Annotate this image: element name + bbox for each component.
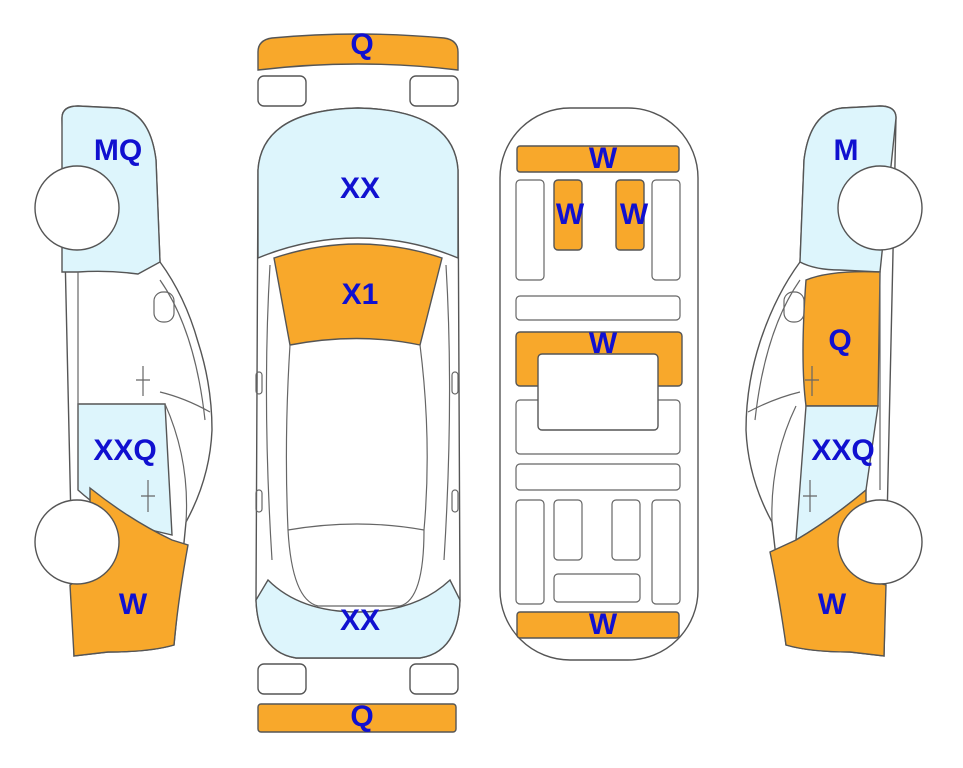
left-door-handle-front <box>136 366 150 396</box>
top-rear-bumper[interactable] <box>257 703 457 733</box>
left-rear-wheel <box>34 499 120 585</box>
interior-rear-panel-label: W <box>589 608 618 641</box>
interior-front-seat-left[interactable] <box>553 179 583 251</box>
right-rear-door-label: XXQ <box>811 434 874 467</box>
right-side-view: M Q XXQ W <box>745 105 923 657</box>
left-side-view: MQ XXQ W <box>34 105 213 657</box>
left-door-handle-rear <box>141 480 155 512</box>
right-rear-wheel <box>837 499 923 585</box>
top-front-bumper-label: Q <box>350 28 373 61</box>
right-door-handle-front <box>805 366 819 396</box>
interior-rear-panel[interactable] <box>516 611 680 639</box>
top-windshield-panel[interactable] <box>273 243 443 346</box>
right-mirror <box>783 291 805 323</box>
top-hood-panel[interactable] <box>257 107 459 260</box>
interior-front-seat-left-label: W <box>556 198 585 231</box>
top-front-bumper[interactable] <box>257 33 459 71</box>
top-trunk-label: XX <box>340 604 380 637</box>
top-hood-label: XX <box>340 172 380 205</box>
top-front-right-light <box>409 75 459 107</box>
interior-front-seat-right-label: W <box>620 198 649 231</box>
interior-view: W W W W W <box>499 107 699 661</box>
top-rear-right-light <box>409 663 459 695</box>
top-rear-bumper-label: Q <box>350 700 373 733</box>
right-front-wheel <box>837 165 923 251</box>
top-trunk-panel[interactable] <box>255 578 461 659</box>
top-view: Q XX X1 XX Q <box>255 28 461 733</box>
interior-dashboard[interactable] <box>516 145 680 173</box>
interior-front-seat-right[interactable] <box>615 179 645 251</box>
interior-console <box>537 353 659 431</box>
interior-middle-panel-label: W <box>589 327 618 360</box>
interior-dashboard-label: W <box>589 142 618 175</box>
top-rear-left-light <box>257 663 307 695</box>
top-front-left-light <box>257 75 307 107</box>
right-front-door-label: Q <box>828 324 851 357</box>
right-front-panel-label: M <box>834 134 859 167</box>
left-front-wheel <box>34 165 120 251</box>
left-front-panel-label: MQ <box>94 134 142 167</box>
top-windshield-label: X1 <box>342 278 379 311</box>
left-rear-quarter-label: W <box>119 588 148 621</box>
right-door-handle-rear <box>803 480 817 512</box>
right-rear-quarter-label: W <box>818 588 847 621</box>
left-mirror <box>153 291 175 323</box>
left-rear-door-label: XXQ <box>93 434 156 467</box>
